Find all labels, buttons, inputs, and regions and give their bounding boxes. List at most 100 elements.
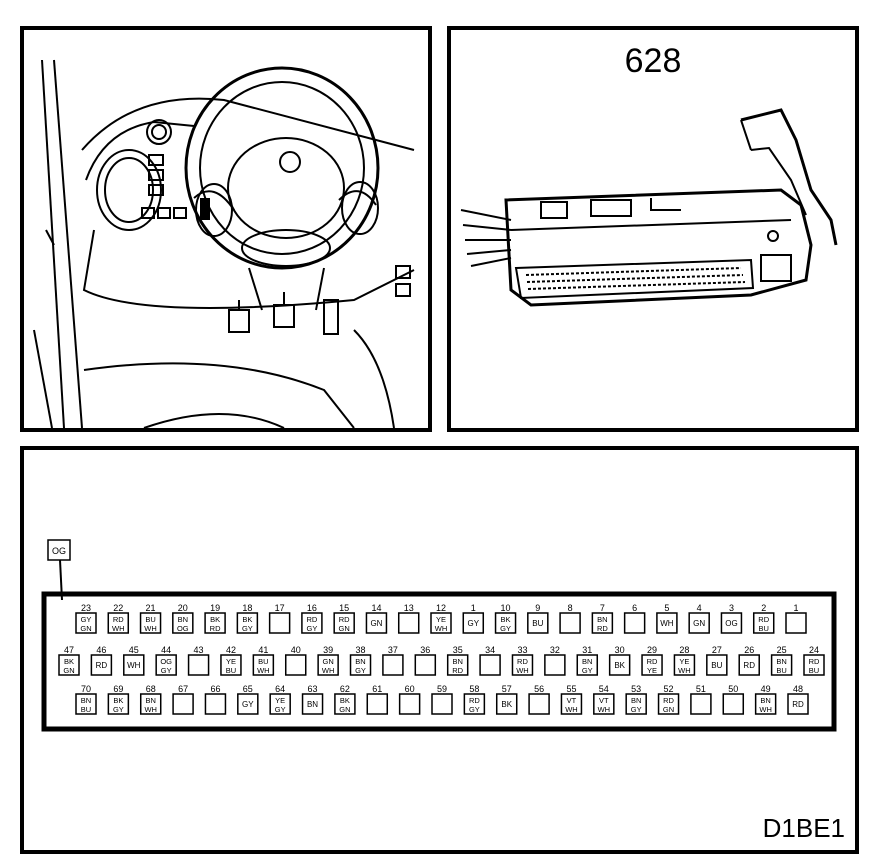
wire-color: GY — [355, 666, 366, 675]
pin-number: 40 — [291, 645, 301, 655]
pin-box — [75, 693, 97, 715]
pin-box — [123, 654, 145, 676]
wire-color: RD — [452, 666, 463, 675]
wire-color: BK — [113, 696, 123, 705]
wire-color: VT — [599, 696, 609, 705]
wire-color: BN — [146, 696, 156, 705]
pin-box — [187, 654, 210, 676]
pin-number: 52 — [664, 684, 674, 694]
pin-number: 56 — [534, 684, 544, 694]
wire-color: YE — [647, 666, 657, 675]
pin-number: 34 — [485, 645, 495, 655]
pin-box — [107, 612, 130, 634]
wire-color: WH — [565, 705, 578, 714]
wire-color: YE — [275, 696, 285, 705]
wire-color: GN — [370, 619, 382, 628]
pin-number: 33 — [517, 645, 527, 655]
wire-color: RD — [339, 615, 350, 624]
pin-number: 48 — [793, 684, 803, 694]
pin-number: 14 — [371, 603, 381, 613]
pin-box — [720, 612, 743, 634]
pin-cell: 51 — [690, 684, 712, 715]
pin-box — [349, 654, 372, 676]
pin-number: 39 — [323, 645, 333, 655]
pin-number: 65 — [243, 684, 253, 694]
wire-color: BU — [776, 666, 786, 675]
pin-number: 9 — [535, 603, 540, 613]
connector-housing — [41, 591, 837, 732]
pin-cell: 8 — [559, 603, 581, 634]
pin-number: 53 — [631, 684, 641, 694]
pin-box — [593, 693, 615, 715]
pin-box — [382, 654, 404, 676]
pin-number: 24 — [809, 645, 819, 655]
pin-cell: 66 — [204, 684, 227, 715]
wire-color: GY — [242, 624, 253, 633]
pin-box — [463, 693, 486, 715]
pin-box — [576, 654, 599, 676]
wire-color: GN — [323, 657, 334, 666]
pin-number: 45 — [129, 645, 139, 655]
wire-color: BK — [614, 661, 625, 670]
wire-color: BU — [809, 666, 819, 675]
pin-number: 32 — [550, 645, 560, 655]
connector-view-panel: 628 — [447, 26, 859, 432]
pin-number: 16 — [307, 603, 317, 613]
wire-color: RD — [469, 696, 480, 705]
pin-number: 1 — [793, 603, 798, 613]
pin-box — [204, 693, 227, 715]
pin-cell: 67 — [172, 684, 194, 715]
pin-number: 28 — [679, 645, 689, 655]
wire-color: WH — [516, 666, 529, 675]
pin-cell: 59 — [431, 684, 453, 715]
wire-color: GY — [306, 624, 317, 633]
wire-color: GY — [500, 624, 511, 633]
pin-number: 70 — [81, 684, 91, 694]
figure-code: D1BE1 — [762, 813, 845, 843]
extra-wire-label: OG — [52, 546, 66, 556]
pin-box — [333, 612, 355, 634]
wire-color: BN — [582, 657, 592, 666]
wire-color: OG — [725, 619, 737, 628]
pin-box — [752, 612, 775, 634]
wire-color: BN — [178, 615, 188, 624]
pin-box — [770, 654, 793, 676]
wire-color: VT — [567, 696, 577, 705]
pin-box — [398, 693, 421, 715]
pin-number: 22 — [113, 603, 123, 613]
pin-box — [58, 654, 80, 676]
connector-number: 628 — [624, 42, 682, 80]
pin-number: 23 — [81, 603, 91, 613]
pin-box — [366, 693, 389, 715]
pin-cell: 40 — [284, 645, 307, 676]
pin-number: 25 — [777, 645, 787, 655]
wire-color: GN — [63, 666, 74, 675]
wire-color: GN — [339, 705, 350, 714]
wire-color: BU — [711, 661, 722, 670]
pin-cell: 1GY — [462, 603, 485, 634]
wire-color: WH — [257, 666, 270, 675]
wire-color: RD — [809, 657, 820, 666]
pin-cell: 43 — [187, 645, 210, 676]
wire-color: GY — [161, 666, 172, 675]
pin-number: 38 — [356, 645, 366, 655]
pin-cell: 37 — [382, 645, 404, 676]
wire-color: BU — [145, 615, 155, 624]
wire-color: GN — [339, 624, 350, 633]
pin-number: 20 — [178, 603, 188, 613]
pin-number: 3 — [729, 603, 734, 613]
